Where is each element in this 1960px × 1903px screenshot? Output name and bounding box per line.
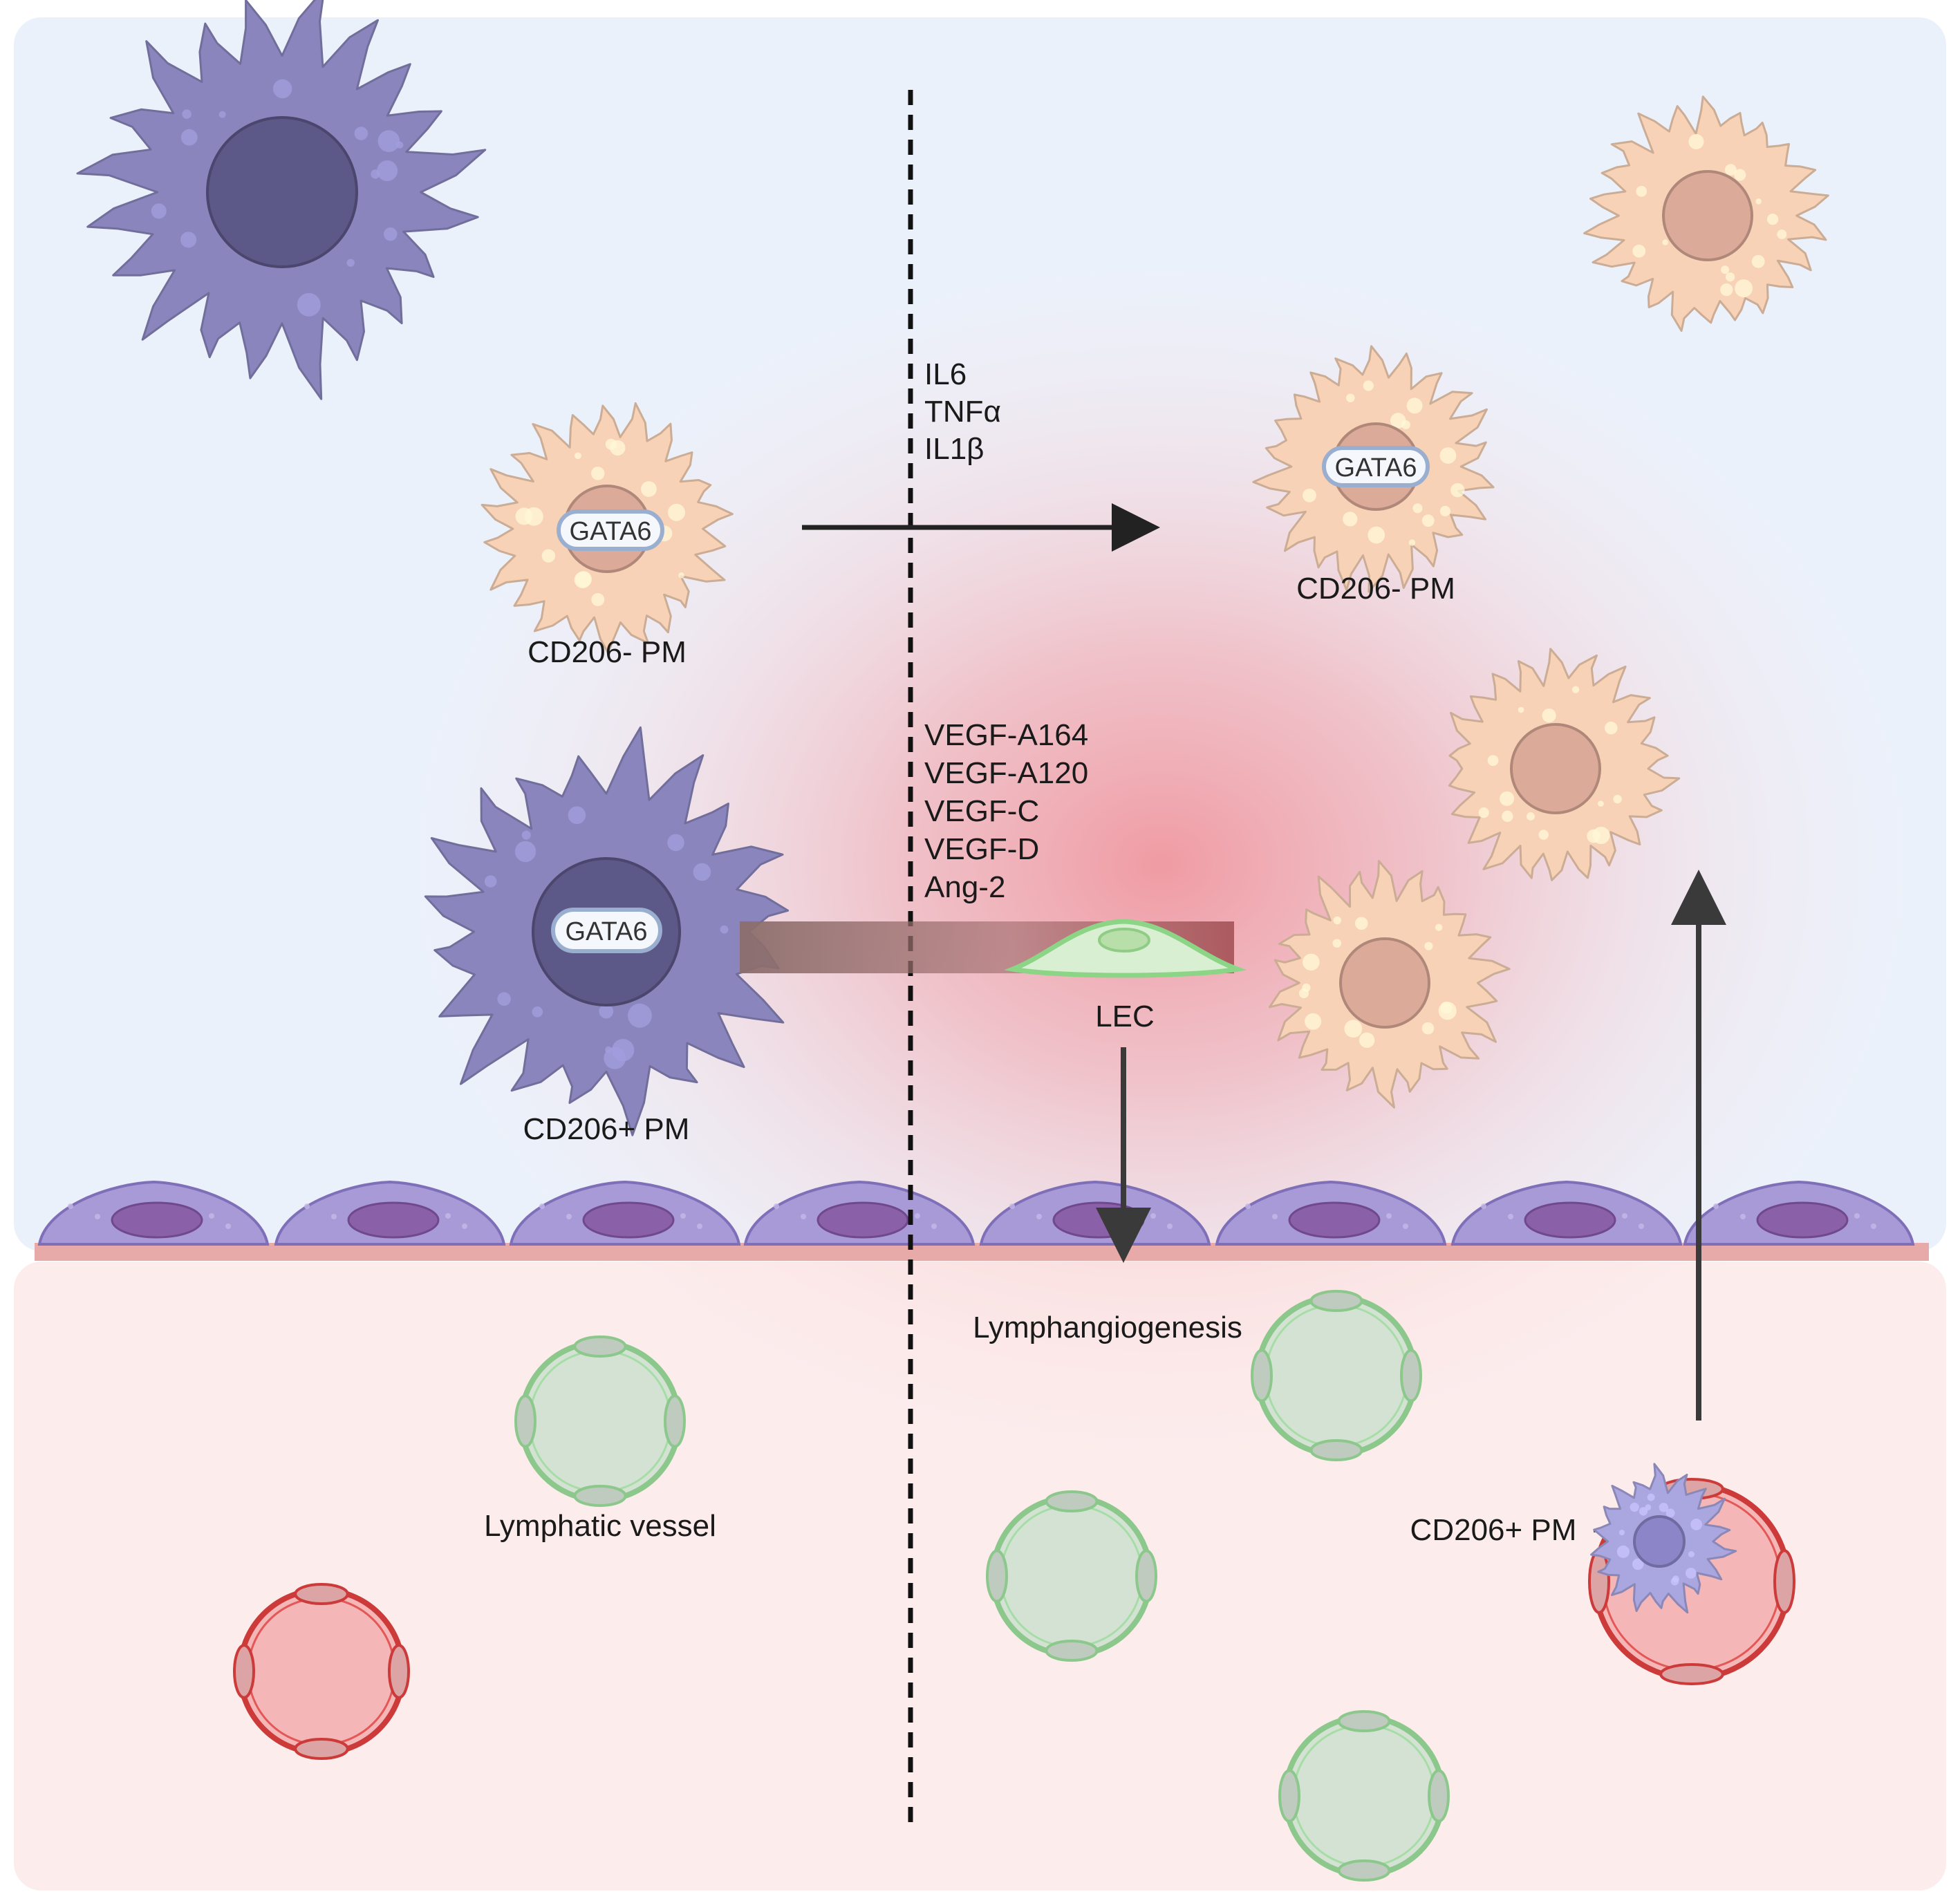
cell-layer	[76, 0, 1829, 1136]
gata6-label: GATA6	[570, 517, 652, 546]
mesothelial-cell	[743, 1180, 976, 1246]
cytokine-label: IL6	[924, 357, 967, 391]
lymphatic-vessel-new	[986, 1490, 1157, 1662]
nucleus	[206, 116, 358, 268]
basement-membrane	[35, 1243, 1929, 1261]
mesothelial-cell	[1450, 1180, 1683, 1246]
cytokine-label: IL1β	[924, 432, 984, 466]
cd206-neg-label-left: CD206- PM	[528, 635, 687, 669]
growth-factor-label: VEGF-C	[924, 794, 1039, 828]
cytokine-list: IL6 TNFα IL1β	[924, 357, 1001, 466]
nucleus	[1633, 1515, 1686, 1568]
mesothelial-cell	[1683, 1180, 1915, 1246]
nucleus	[1662, 170, 1753, 261]
growth-factor-label: Ang-2	[924, 870, 1005, 904]
nucleus	[1510, 723, 1601, 814]
gata6-badge-left-neg: GATA6	[557, 509, 664, 551]
inflammation-glow	[401, 256, 1922, 1472]
growth-factor-label: VEGF-A164	[924, 718, 1088, 752]
cd206-neg-macrophage-mid-right	[1448, 648, 1681, 881]
growth-factor-label: VEGF-A120	[924, 756, 1088, 790]
cytokine-label: TNFα	[924, 395, 1001, 429]
cd206-pos-label-left: CD206+ PM	[523, 1112, 690, 1146]
gata6-label: GATA6	[566, 917, 648, 946]
mesothelial-cell	[509, 1180, 741, 1246]
lec-cell	[1004, 919, 1247, 978]
cd206-pos-label-bottom: CD206+ PM	[1410, 1513, 1577, 1547]
gata6-badge-left-pos: GATA6	[551, 908, 662, 953]
lymphatic-vessel-new	[1251, 1290, 1422, 1461]
gata6-label: GATA6	[1335, 453, 1417, 482]
lymphatic-vessel	[514, 1335, 686, 1507]
cd206-pos-macrophage-top	[76, 0, 487, 400]
cd206-pos-macrophage-extravasating	[1590, 1463, 1737, 1614]
mesothelial-cell	[37, 1180, 270, 1246]
cd206-neg-label-right: CD206- PM	[1296, 572, 1455, 606]
blood-vessel	[233, 1583, 410, 1760]
mesothelial-cell	[1215, 1180, 1447, 1246]
gata6-badge-right-neg: GATA6	[1322, 446, 1430, 487]
lymphatic-vessel-label: Lymphatic vessel	[484, 1509, 716, 1543]
growth-factor-list: VEGF-A164 VEGF-A120 VEGF-C VEGF-D Ang-2	[924, 718, 1088, 904]
lymphangiogenesis-label: Lymphangiogenesis	[973, 1311, 1242, 1344]
lymphatic-vessel-new	[1278, 1710, 1450, 1882]
cd206-neg-macrophage-top-right	[1583, 95, 1829, 332]
lec-label: LEC	[1095, 1000, 1155, 1033]
growth-factor-label: VEGF-D	[924, 832, 1039, 866]
nucleus	[1339, 937, 1430, 1029]
cd206-neg-macrophage-low-right	[1268, 860, 1511, 1109]
mesothelial-cell	[274, 1180, 506, 1246]
